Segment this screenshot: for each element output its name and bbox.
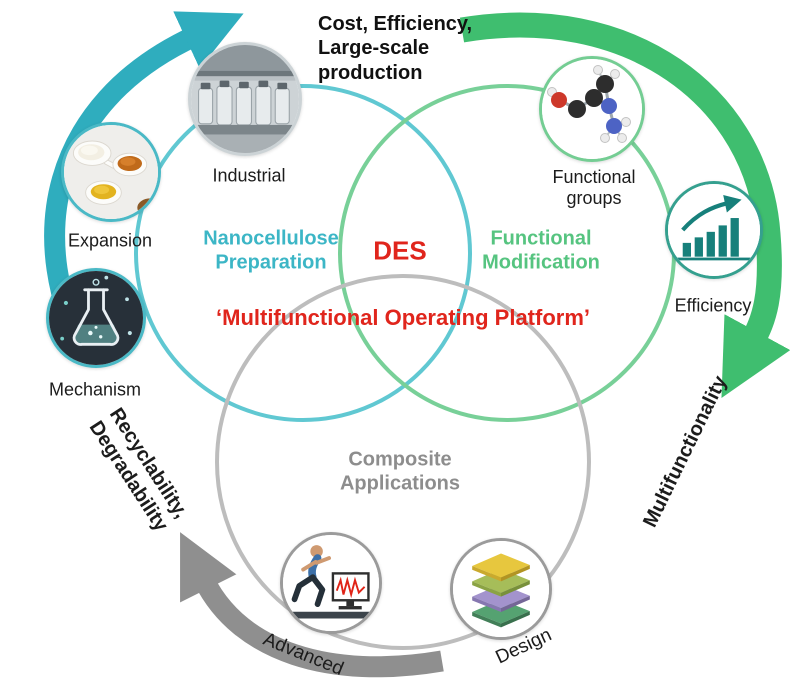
runner-treadmill-monitor-icon [283, 535, 379, 631]
des-center-label: DES [373, 235, 427, 266]
efficiency-label: Efficiency [674, 295, 752, 316]
functional-groups-node [539, 56, 645, 162]
cost-efficiency-note: Cost, Efficiency, Large-scale production [318, 13, 473, 84]
molecule-icon [542, 59, 642, 159]
preparation-circle-outline [134, 84, 472, 422]
applications-circle-outline [215, 274, 591, 650]
expansion-photo-node [61, 122, 161, 222]
industrial-photo-node [188, 42, 302, 156]
design-node [450, 538, 552, 640]
stacked-layers-icon [453, 541, 549, 637]
rising-bar-chart-icon [668, 184, 760, 276]
platform-label: ‘Multifunctional Operating Platform’ [216, 305, 590, 331]
flask-icon [49, 271, 143, 365]
vial-filling-line-photo-icon [191, 45, 299, 153]
advanced-node [280, 532, 382, 634]
applications-circle-label: Composite Applications [339, 448, 461, 494]
modification-cycle-arrow [459, 12, 791, 398]
efficiency-node [665, 181, 763, 279]
modification-circle-label: Functional Modification [482, 227, 600, 273]
industrial-label: Industrial [212, 165, 286, 186]
mechanism-label: Mechanism [48, 379, 142, 400]
mechanism-illustration-node [46, 268, 146, 368]
expansion-label: Expansion [67, 230, 153, 251]
functional-groups-label: Functional groups [552, 166, 636, 208]
preparation-circle-label: Nanocellulose Preparation [203, 227, 339, 273]
applications-cycle-arrow [180, 532, 444, 678]
powder-spoons-photo-icon [64, 125, 158, 219]
